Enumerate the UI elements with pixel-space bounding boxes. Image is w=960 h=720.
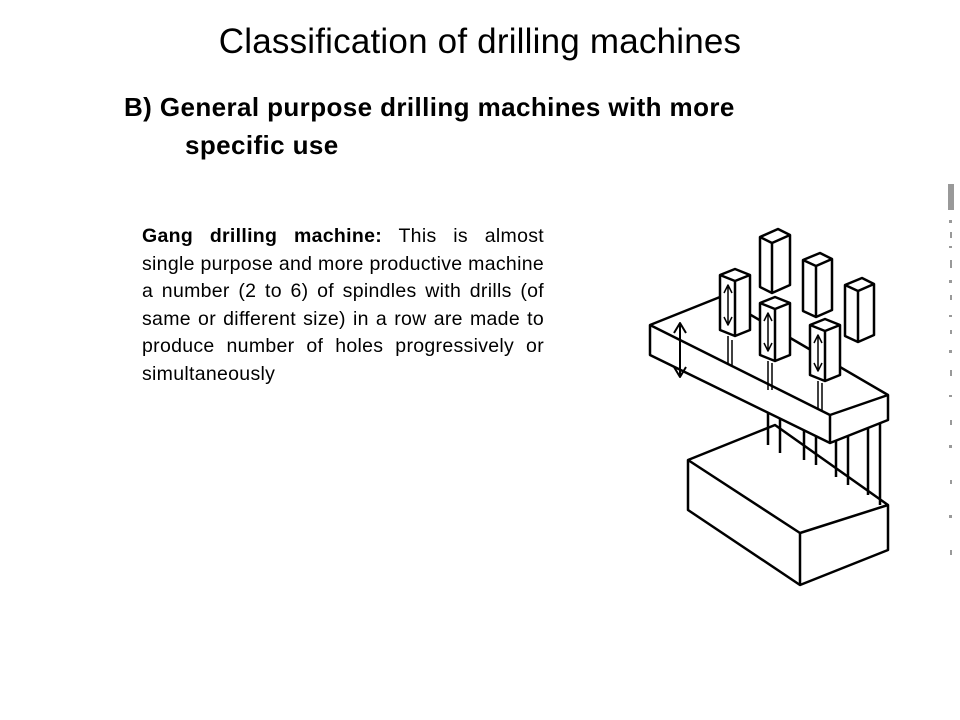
edge-scan-marks (948, 184, 954, 555)
slide-title: Classification of drilling machines (218, 22, 742, 61)
slide-subtitle: B) General purpose drilling machines wit… (124, 88, 884, 164)
gang-drilling-machine-illustration (648, 227, 890, 587)
description-text: This is almost single purpose and more p… (142, 225, 545, 385)
description-paragraph: Gang drilling machine: This is almost si… (142, 223, 544, 389)
term-label: Gang drilling machine: (142, 225, 383, 247)
subtitle-line-1: B) General purpose drilling machines wit… (124, 92, 735, 122)
subtitle-line-2: specific use (185, 130, 339, 160)
